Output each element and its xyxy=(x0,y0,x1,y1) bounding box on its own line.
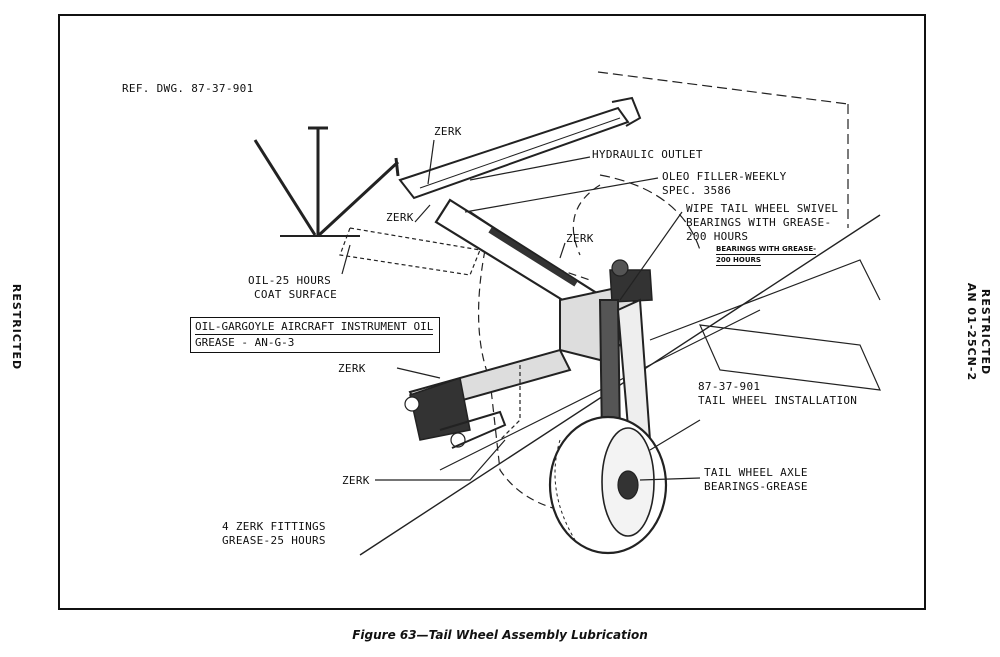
zerk-label-bottom: ZERK xyxy=(342,474,370,487)
fuselage-outline-top xyxy=(597,71,849,105)
zerk-label-left: ZERK xyxy=(338,362,366,375)
reference-drawing-number: REF. DWG. 87-37-901 xyxy=(122,82,254,95)
hydraulic-outlet-label: HYDRAULIC OUTLET xyxy=(592,148,703,161)
zerk-label-left-upper: ZERK xyxy=(386,211,414,224)
zerk-label-mid: ZERK xyxy=(566,232,594,245)
zerk-label-top: ZERK xyxy=(434,125,462,138)
restricted-margin-label: RESTRICTED xyxy=(10,283,23,371)
document-id-margin-label: RESTRICTED AN 01-25CN-2 xyxy=(965,282,992,382)
figure-frame xyxy=(58,14,926,610)
bearings-small-note: BEARINGS WITH GREASE-200 HOURS xyxy=(716,245,817,266)
figure-caption: Figure 63—Tail Wheel Assembly Lubricatio… xyxy=(352,628,648,642)
